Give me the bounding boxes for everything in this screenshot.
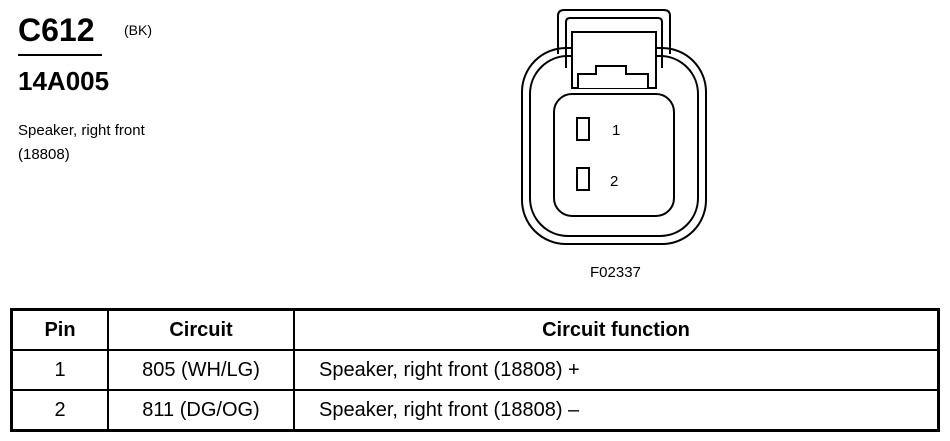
connector-face-diagram: 1 2 [521,9,707,245]
header-pin: Pin [10,308,109,351]
pin-table: Pin Circuit Circuit function 1 805 (WH/L… [10,308,940,432]
pin-2-label: 2 [610,173,618,190]
connector-color: (BK) [124,22,152,38]
part-number: 14A005 [18,66,110,96]
connector-id-underline [18,54,102,56]
table-row: 2 811 (DG/OG) Speaker, right front (1880… [10,389,940,432]
pin-cell: 1 [10,349,109,391]
table-header-row: Pin Circuit Circuit function [10,308,940,351]
table-row: 1 805 (WH/LG) Speaker, right front (1880… [10,349,940,391]
figure-code: F02337 [590,264,641,281]
pin-face [553,93,675,217]
pin-1-cavity [576,117,590,141]
pin-2-cavity [576,167,590,191]
connector-description: Speaker, right front [18,122,145,139]
circuit-cell: 805 (WH/LG) [107,349,295,391]
circuit-function-cell: Speaker, right front (18808) – [293,389,940,432]
circuit-function-cell: Speaker, right front (18808) + [293,349,940,391]
latch-housing-inner [565,17,663,68]
pin-cell: 2 [10,389,109,432]
latch-tab [577,65,649,88]
latch-housing-outer [557,9,671,54]
header-circuit: Circuit [107,308,295,351]
pin-1-label: 1 [612,122,620,139]
header-circuit-function: Circuit function [293,308,940,351]
circuit-cell: 811 (DG/OG) [107,389,295,432]
connector-id: C612 [18,12,95,48]
connector-description-code: (18808) [18,146,70,163]
